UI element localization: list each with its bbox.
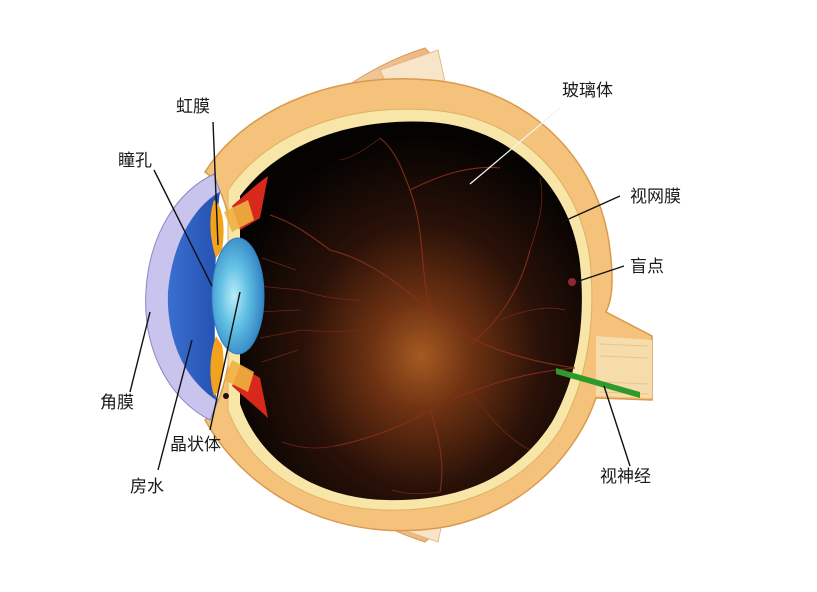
- label-retina: 视网膜: [630, 187, 681, 207]
- leader-lines: [129, 107, 631, 471]
- label-pupil: 瞳孔: [118, 151, 152, 171]
- blind-spot-mark: [568, 278, 576, 286]
- label-aqueous: 房水: [130, 477, 164, 497]
- label-optic-nerve: 视神经: [600, 467, 651, 487]
- label-iris: 虹膜: [176, 97, 210, 117]
- lens: [211, 237, 265, 355]
- label-vitreous: 玻璃体: [562, 81, 613, 101]
- label-lens: 晶状体: [170, 435, 221, 455]
- optic-nerve-fibers: [599, 343, 649, 395]
- retinal-vessels: [255, 137, 576, 495]
- zonule-upper: [224, 200, 254, 232]
- anterior-chamber: [167, 192, 220, 400]
- label-blind-spot: 盲点: [630, 257, 664, 277]
- label-cornea: 角膜: [100, 393, 134, 413]
- optic-nerve: [556, 368, 640, 398]
- vitreous-body: [240, 121, 582, 501]
- canal-dot: [223, 393, 229, 399]
- zonule-lower: [224, 360, 254, 392]
